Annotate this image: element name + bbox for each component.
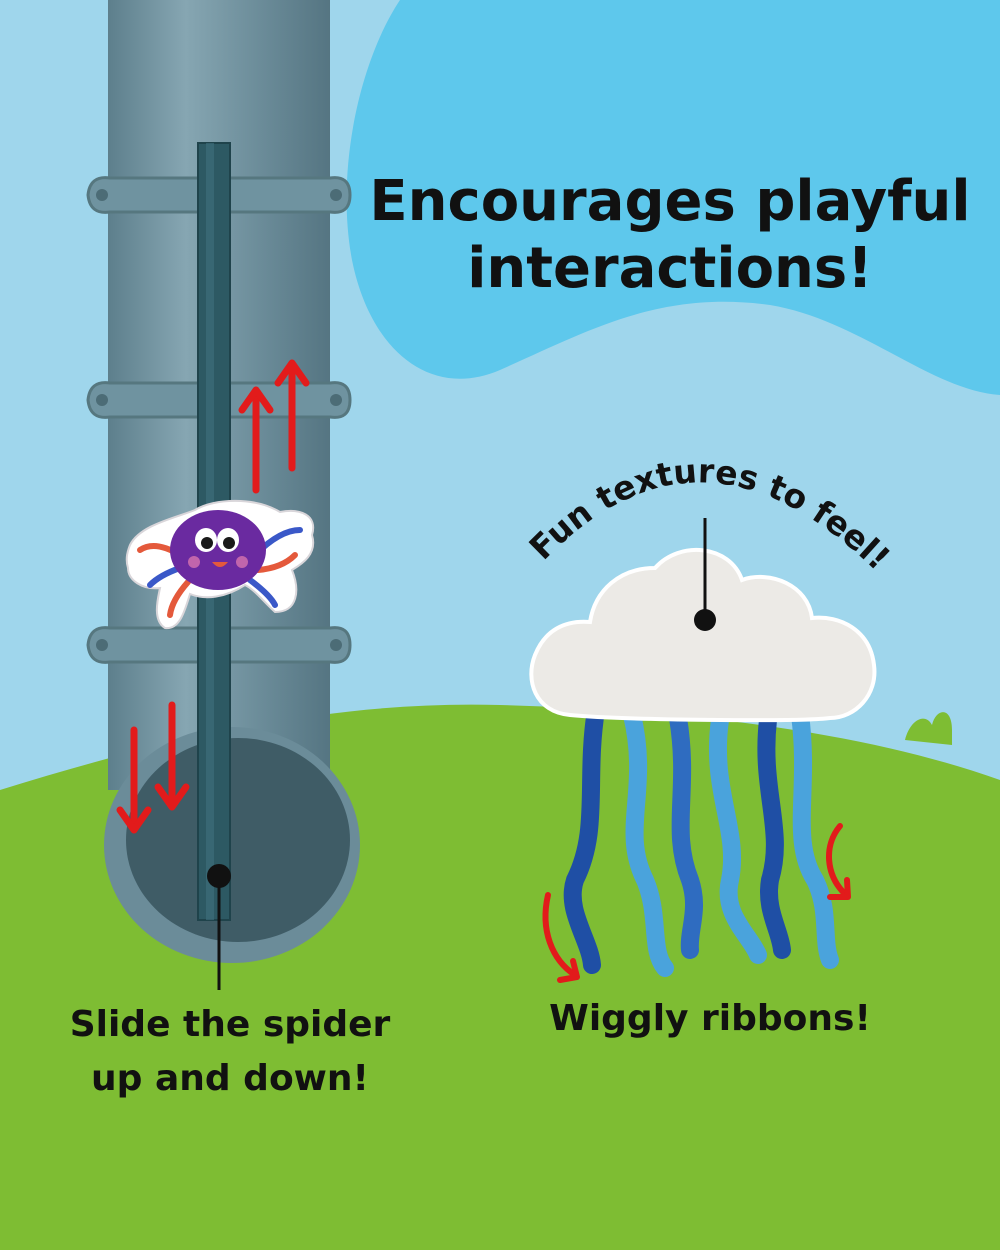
spider-toy [125,499,315,630]
spider-caption-line-1: Slide the spider [69,1004,391,1045]
headline-blob [346,0,1000,395]
felt-cloud [529,547,877,723]
spider-caption-line-2: up and down! [91,1058,369,1099]
texture-caption-pointer [694,518,716,631]
up-arrows [238,359,310,494]
spider-caption: Slide the spider up and down! [40,998,420,1106]
cloud-ribbons [563,701,839,977]
down-arrows [116,701,190,834]
spider-caption-pointer [207,864,231,990]
headline-line-2: interactions! [467,236,873,302]
headline: Encourages playful interactions! [360,168,980,302]
grass-tuft [905,712,952,745]
ribbon-swirl-arrows [542,823,851,983]
headline-line-1: Encourages playful [369,169,971,234]
ribbons-caption: Wiggly ribbons! [549,998,871,1039]
